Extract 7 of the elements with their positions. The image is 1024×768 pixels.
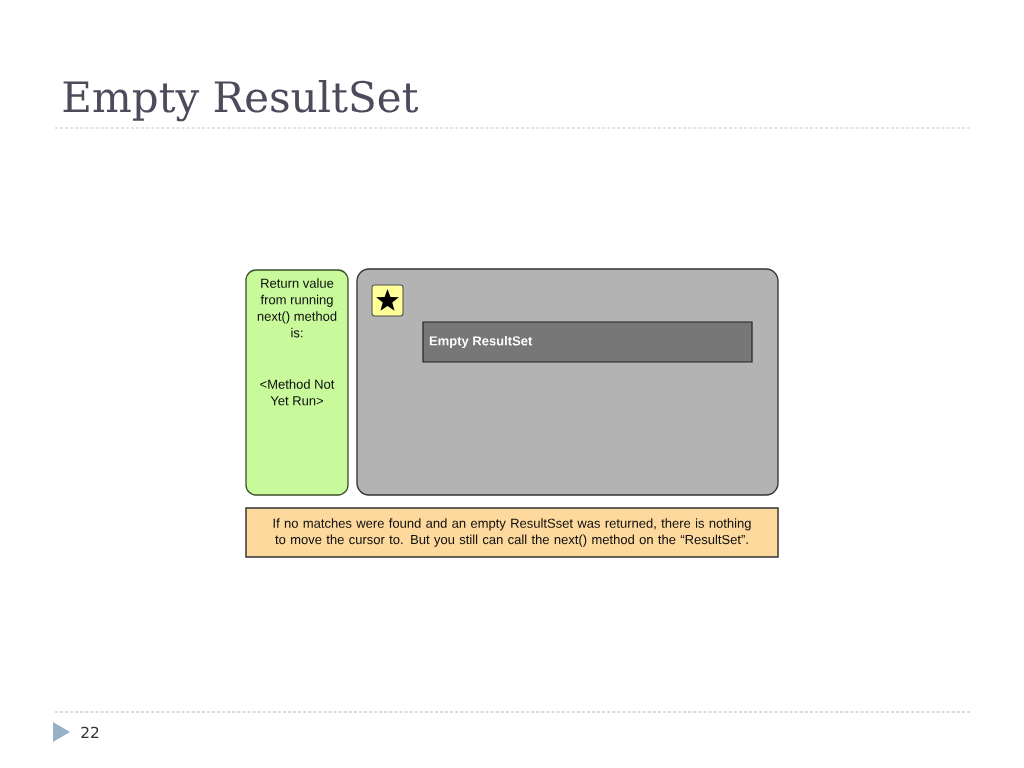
note-box: If no matches were found and an empty ResultSset was returned, there is nothing to move the cursor to. But you still can call the next() method on the “ResultSet”.: [245, 507, 779, 558]
slide-title: Empty ResultSet: [63, 80, 419, 122]
info-box: [245, 269, 349, 496]
box-text: Return value from running next() method is:: [257, 278, 337, 338]
page-number: 22: [81, 726, 99, 738]
box-text: <Method Not Yet Run>: [260, 379, 335, 406]
result-bar: Empty ResultSet: [422, 321, 753, 363]
